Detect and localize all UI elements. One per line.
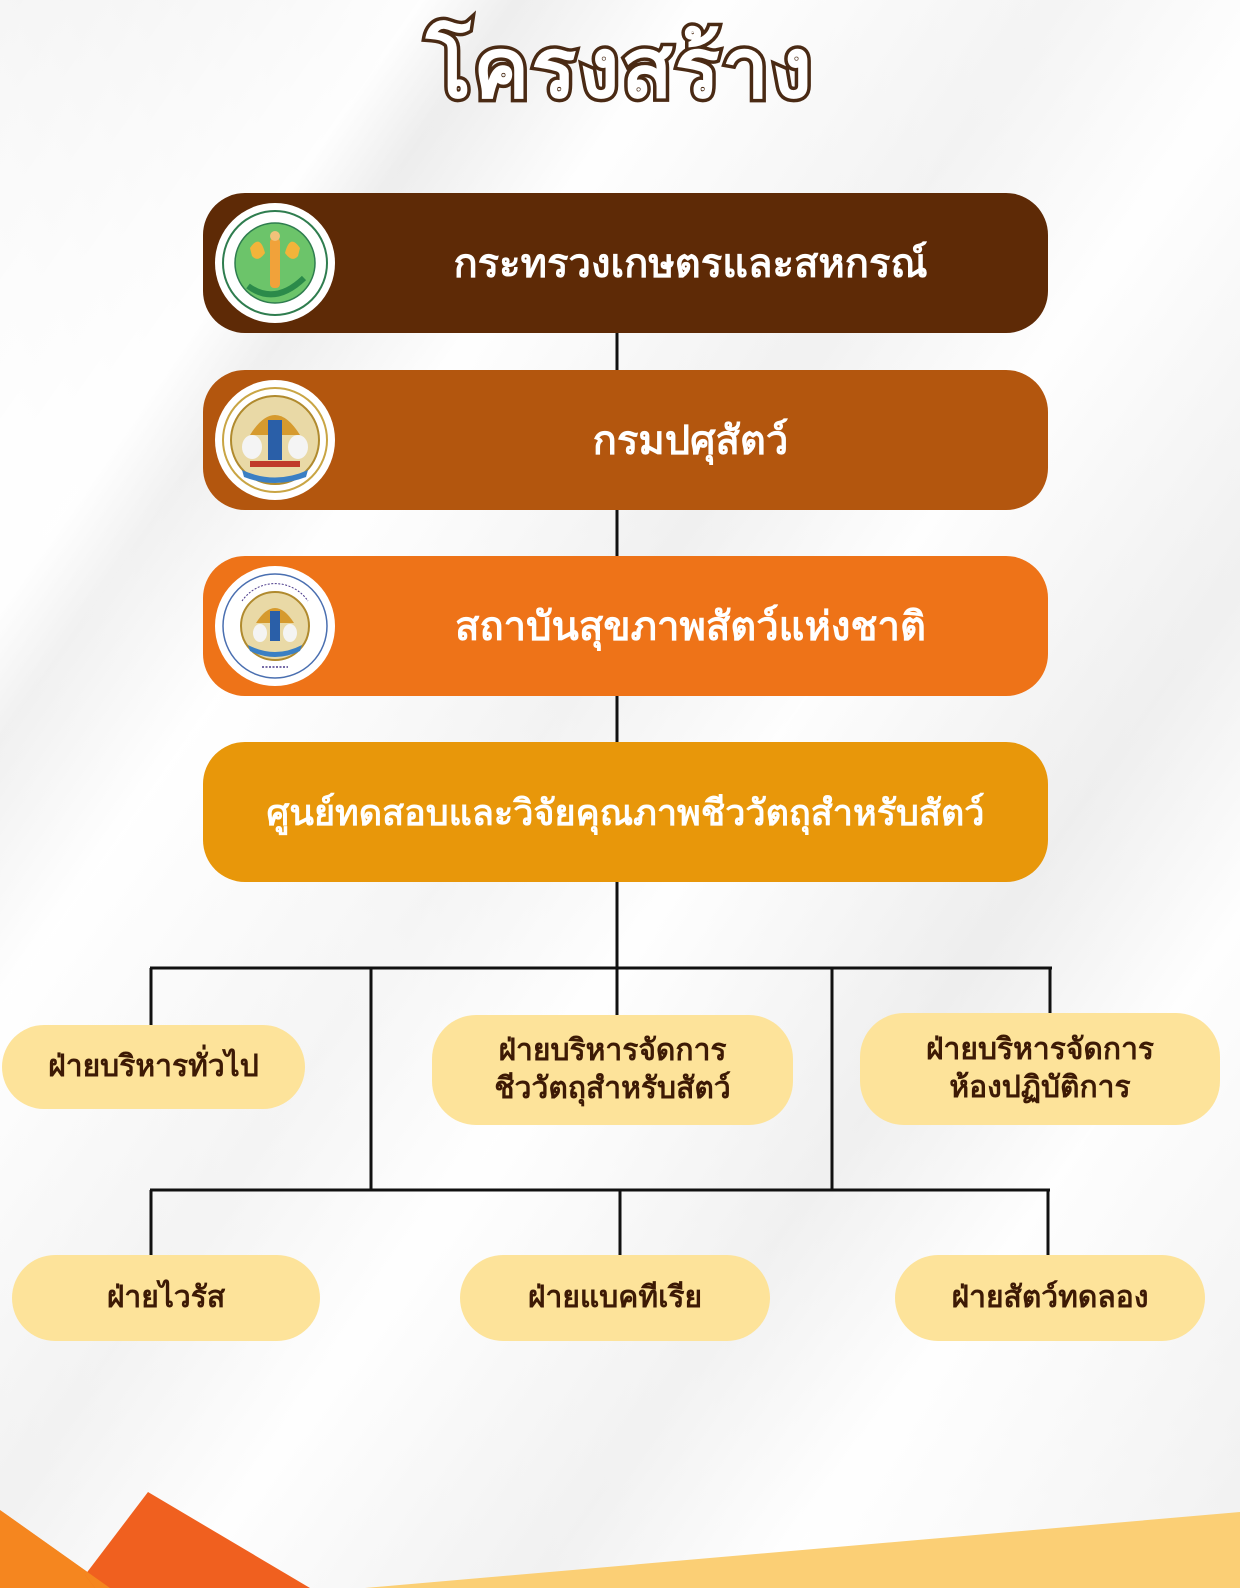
org-box-label: ศูนย์ทดสอบและวิจัยคุณภาพชีววัตถุสำหรับสั…	[266, 792, 985, 834]
ministry-of-agriculture-seal-icon	[215, 203, 335, 323]
division-label: ฝ่ายแบคทีเรีย	[527, 1280, 703, 1315]
org-box-label: สถาบันสุขภาพสัตว์แห่งชาติ	[455, 604, 926, 650]
division-label: ฝ่ายไวรัส	[106, 1280, 226, 1315]
page-title: โครงสร้าง	[422, 16, 815, 121]
division-bacteria: ฝ่ายแบคทีเรีย	[460, 1255, 770, 1341]
division-label-line1: ฝ่ายบริหารจัดการ	[498, 1033, 727, 1068]
division-label-line1: ฝ่ายบริหารจัดการ	[925, 1032, 1155, 1067]
division-label-line2: ห้องปฏิบัติการ	[949, 1070, 1131, 1105]
org-box-center: ศูนย์ทดสอบและวิจัยคุณภาพชีววัตถุสำหรับสั…	[203, 742, 1048, 882]
org-box-ministry: กระทรวงเกษตรและสหกรณ์	[203, 193, 1048, 333]
division-laboratory-management: ฝ่ายบริหารจัดการ ห้องปฏิบัติการ	[860, 1013, 1220, 1125]
bottom-decoration	[0, 1492, 1240, 1588]
department-of-livestock-development-seal-icon	[215, 380, 335, 500]
org-box-institute: สถาบันสุขภาพสัตว์แห่งชาติ	[203, 556, 1048, 696]
division-virus: ฝ่ายไวรัส	[12, 1255, 320, 1341]
division-label: ฝ่ายสัตว์ทดลอง	[951, 1280, 1149, 1315]
division-biologics-management: ฝ่ายบริหารจัดการ ชีววัตถุสำหรับสัตว์	[432, 1015, 793, 1125]
division-label: ฝ่ายบริหารทั่วไป	[48, 1049, 259, 1084]
division-laboratory-animals: ฝ่ายสัตว์ทดลอง	[895, 1255, 1205, 1341]
org-box-label: กรมปศุสัตว์	[592, 418, 789, 464]
division-general-administration: ฝ่ายบริหารทั่วไป	[2, 1025, 305, 1109]
org-box-department: กรมปศุสัตว์	[203, 370, 1048, 510]
national-institute-of-animal-health-seal-icon	[215, 566, 335, 686]
division-label-line2: ชีววัตถุสำหรับสัตว์	[494, 1071, 731, 1106]
org-box-label: กระทรวงเกษตรและสหกรณ์	[453, 241, 928, 287]
